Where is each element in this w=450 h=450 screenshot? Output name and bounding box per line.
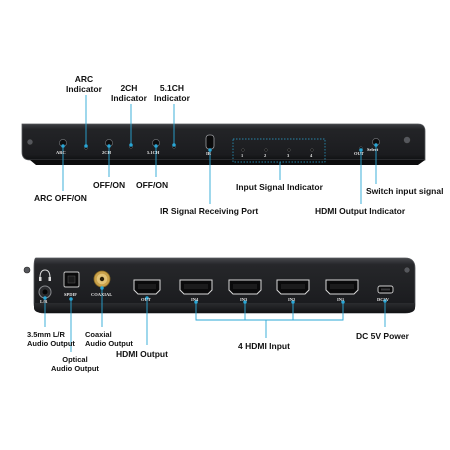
- front-screw-right: [403, 136, 411, 144]
- rear-silk-spdif: SPDIF: [64, 292, 78, 297]
- hdmi-in3-port[interactable]: [228, 279, 262, 295]
- front-silk-in3: 3: [287, 153, 290, 158]
- front-silk-out: OUT: [354, 151, 364, 156]
- callout-hdmi-output: HDMI Output: [116, 349, 168, 359]
- input-indicator-box: [232, 138, 326, 163]
- rear-silk-dc5v: DC5V: [377, 297, 389, 302]
- callout-2ch-indicator: 2CH Indicator: [111, 83, 147, 103]
- callout-ir-port: IR Signal Receiving Port: [160, 206, 259, 216]
- callout-arc-off-on: ARC OFF/ON: [34, 193, 87, 203]
- callout-dc-power: DC 5V Power: [356, 331, 409, 341]
- callout-audio-35: 3.5mm L/R Audio Output: [27, 330, 75, 348]
- front-silk-in2: 2: [264, 153, 267, 158]
- callout-input-indicator: Input Signal Indicator: [236, 182, 323, 192]
- callout-optical: Optical Audio Output: [51, 355, 99, 373]
- rear-callout-lines: [43, 286, 387, 352]
- front-silk-51ch: 5.1CH: [147, 150, 160, 155]
- input-led-2: [264, 148, 268, 152]
- rear-silk-coaxial: COAXIAL: [91, 292, 113, 297]
- rear-silk-in3: IN3: [240, 297, 248, 302]
- input-led-1: [241, 148, 245, 152]
- dc5v-port[interactable]: [377, 285, 394, 294]
- hdmi-in1-port[interactable]: [325, 279, 359, 295]
- callout-off-on-2: OFF/ON: [136, 180, 169, 190]
- front-callout-lines: [61, 95, 378, 204]
- input-led-3: [287, 148, 291, 152]
- headphone-icon: [39, 269, 51, 279]
- callout-hdmi-output-indicator: HDMI Output Indicator: [315, 206, 406, 216]
- front-panel: [21, 123, 426, 165]
- rear-silk-in1: IN1: [337, 297, 345, 302]
- hdmi-in4-port[interactable]: [179, 279, 213, 295]
- input-led-4: [310, 148, 314, 152]
- rear-screw-right: [403, 266, 411, 274]
- front-silk-in1: 1: [241, 153, 244, 158]
- rear-screw-left: [23, 266, 31, 274]
- front-silk-2ch: 2CH: [102, 150, 111, 155]
- callout-off-on-1: OFF/ON: [93, 180, 126, 190]
- front-silk-ir: IR: [206, 151, 212, 156]
- callout-hdmi-input: 4 HDMI Input: [238, 341, 290, 351]
- callout-51ch-indicator: 5.1CH Indicator: [154, 83, 190, 103]
- callout-switch-input: Switch input signal: [366, 186, 444, 196]
- rear-panel: [23, 257, 416, 314]
- callout-arc-indicator: ARC Indicator: [66, 74, 102, 94]
- rear-silk-lr: L/R: [40, 299, 48, 304]
- front-screw-left: [26, 138, 34, 146]
- rear-silk-in2: IN2: [288, 297, 296, 302]
- hdmi-out-port[interactable]: [133, 279, 161, 295]
- rear-silk-in4: IN4: [191, 297, 199, 302]
- rear-silk-out: OUT: [141, 297, 151, 302]
- front-silk-select: Select: [367, 147, 379, 152]
- front-silk-in4: 4: [310, 153, 313, 158]
- ir-window: [205, 134, 215, 150]
- callout-coaxial: Coaxial Audio Output: [85, 330, 133, 348]
- hdmi-in2-port[interactable]: [276, 279, 310, 295]
- front-silk-arc: ARC: [56, 150, 66, 155]
